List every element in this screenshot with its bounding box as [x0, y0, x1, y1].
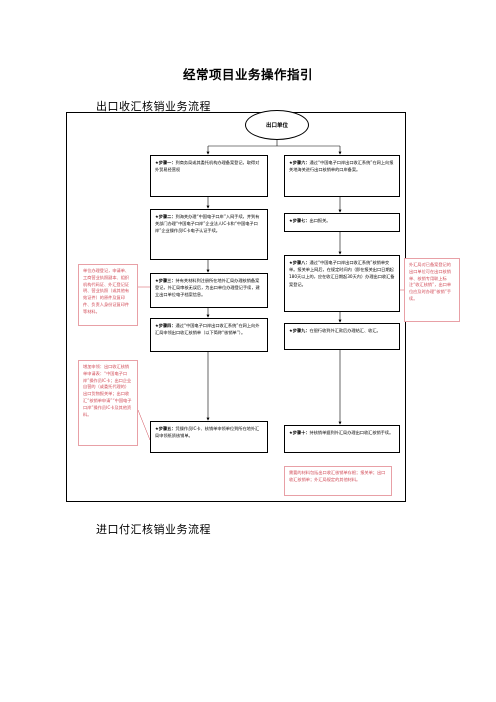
- step-3: ★步骤三：持有关材料到注册所在地外汇局办理核销备案登记，外汇局审核无误后，为出口…: [150, 273, 268, 308]
- step-9: ★步骤九：在银行收到外汇款后办理结汇、收汇。: [284, 323, 400, 350]
- step-4: ★步骤四：通过“中国电子口岸出口收汇系统”在网上向外汇局申领出口收汇核销单（以下…: [150, 318, 268, 352]
- step-2: ★步骤二：到海关办理“中国电子口岸”入网手续，并到有关部门办理“中国电子口岸”企…: [150, 209, 268, 260]
- start-node-export-unit: 出口单位: [245, 110, 309, 140]
- section-title-export: 出口收汇核销业务流程: [96, 100, 211, 113]
- note-registration-materials: 单位办理登记，申请单、工商营业执照副本、组织机构代码证、外汇登记证明、营业执照（…: [78, 264, 138, 326]
- step-7: ★步骤七：出口报关。: [284, 213, 400, 232]
- note-bank-verification: 外汇局对已备案登记的出口单位可在出口核销单、核销专用联上标注“收汇核销”，出口单…: [404, 258, 460, 322]
- note-required-documents: 需要的材料包括出口收汇核销单存根；报关单；出口收汇核销单；外汇局规定的其他材料。: [284, 466, 392, 496]
- step-5: ★步骤五：凭操作员IC卡、核销单申领单位到所在地外汇局申领纸质核销单。: [150, 421, 268, 453]
- step-8: ★步骤八：通过“中国电子口岸出口收汇系统”核销单交单。报关单上网后，在规定时间内…: [284, 255, 400, 312]
- step-10: ★步骤十：持核销单据到外汇局办理出口收汇核销手续。: [284, 425, 400, 453]
- section-title-import: 进口付汇核销业务流程: [96, 523, 211, 536]
- page-title: 经常项目业务操作指引: [182, 67, 313, 82]
- note-application-materials: 增加申领：出口收汇核销单申请表：“中国电子口岸”操作员IC卡；出口企业自营的（或…: [78, 360, 138, 446]
- step-6: ★步骤六：通过“中国电子口岸出口收汇系统”在网上向报关地海关进行出口核销单的口岸…: [284, 155, 400, 197]
- step-1: ★步骤一：到商务局或其委托机构办理备案登记，取得对外贸易经营权: [150, 155, 268, 197]
